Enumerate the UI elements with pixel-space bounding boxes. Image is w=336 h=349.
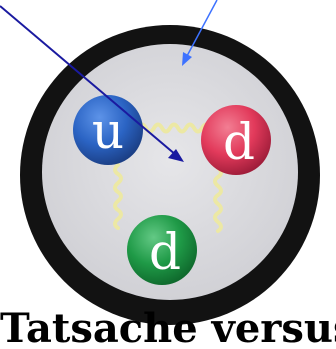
quark-u-label: u	[92, 102, 124, 160]
quark-d-bottom-label: d	[149, 223, 181, 281]
quark-d-bottom: d	[127, 215, 197, 285]
quark-u: u	[73, 95, 143, 165]
quark-d-right: d	[201, 105, 271, 175]
caption: Tatsache versus Theorie	[0, 306, 336, 349]
quark-d-right-label: d	[223, 113, 255, 171]
